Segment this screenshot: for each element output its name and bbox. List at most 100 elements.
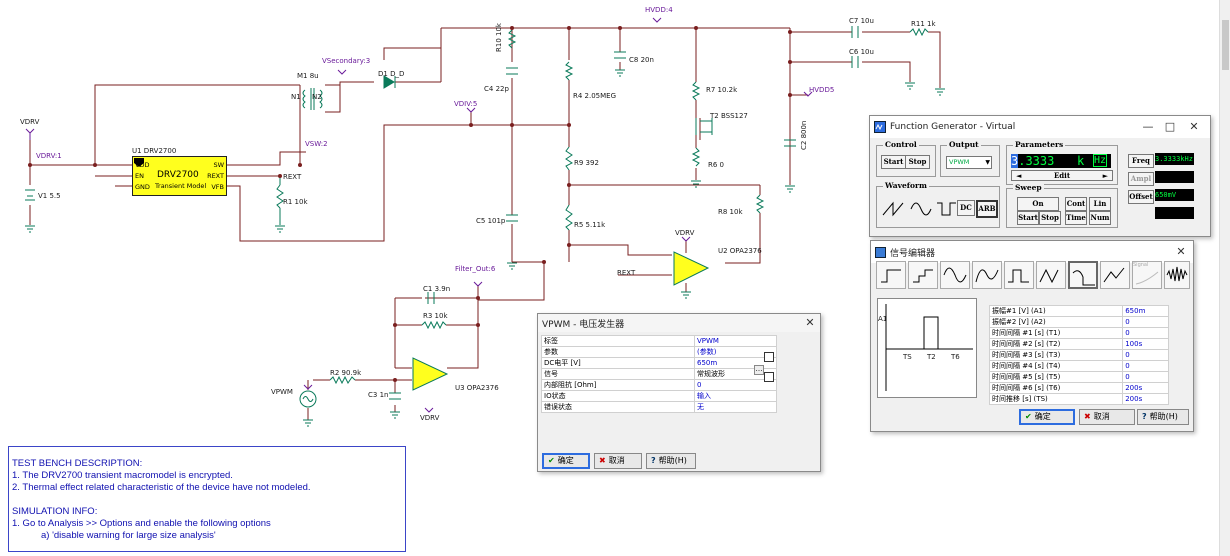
se-wave-steps[interactable]	[908, 261, 938, 289]
fg-titlebar[interactable]: Function Generator - Virtual — □ ✕	[870, 116, 1210, 138]
vertical-scrollbar[interactable]	[1219, 0, 1230, 556]
se-graph-t6: T6	[951, 353, 960, 361]
chevron-left-icon: ◄	[1016, 171, 1022, 180]
table-row[interactable]: 时间间隔 #2 [s] (T2)100s	[988, 338, 1169, 350]
se-preview-graph: A1 TS T2 T6	[877, 298, 977, 398]
se-help-button[interactable]: ?帮助(H)	[1137, 409, 1189, 425]
fg-output-select[interactable]: VPWM ▼	[946, 156, 992, 169]
dc-level-checkbox[interactable]	[764, 352, 774, 362]
minimize-icon[interactable]: —	[1142, 120, 1154, 133]
fg-sweep-stop-button[interactable]: Stop	[1039, 211, 1061, 225]
table-row[interactable]: IO状态输入	[541, 390, 777, 402]
fg-time-button[interactable]: Time	[1065, 211, 1087, 225]
fg-control-label: Control	[883, 140, 919, 149]
label-r7: R7 10.2k	[706, 86, 738, 94]
vpwm-cancel-button[interactable]: ✖取消	[594, 453, 642, 469]
table-row[interactable]: 内部阻抗 [Ohm]0	[541, 379, 777, 391]
se-wave-sine2[interactable]	[972, 261, 1002, 289]
fg-arb-button[interactable]: ARB	[976, 200, 998, 218]
fg-param-display[interactable]: 3.3333 k Hz	[1011, 154, 1111, 168]
table-row[interactable]: 错误状态无	[541, 401, 777, 413]
label-vdrv-source: VDRV	[20, 118, 40, 126]
check-icon: ✔	[548, 456, 555, 465]
table-row[interactable]: 时间推移 [s] (TS)200s	[988, 393, 1169, 405]
se-wave-pulse[interactable]	[1068, 261, 1098, 289]
fg-sweep-start-button[interactable]: Start	[1017, 211, 1039, 225]
label-vpwm: VPWM	[271, 388, 293, 396]
table-row[interactable]: 振幅#1 [V] (A1)650m	[988, 305, 1169, 317]
se-wave-step[interactable]	[876, 261, 906, 289]
label-n2: N2	[312, 93, 322, 101]
drv2700-chip[interactable]: VDD EN GND SW REXT VFB DRV2700 Transient…	[132, 156, 227, 196]
se-wave-triangle[interactable]	[1036, 261, 1066, 289]
label-rext-u2: REXT	[617, 269, 636, 277]
chip-subtitle: Transient Model	[155, 182, 207, 190]
fg-offset-button[interactable]: Offset	[1128, 190, 1154, 204]
fg-control-group: Control Start Stop	[876, 140, 936, 177]
waveform-icons[interactable]	[881, 197, 961, 221]
maximize-icon[interactable]: □	[1164, 120, 1176, 133]
label-r8: R8 10k	[718, 208, 743, 216]
label-r10: R10 10k	[495, 23, 503, 52]
function-generator-window[interactable]: Function Generator - Virtual — □ ✕ Contr…	[869, 115, 1211, 237]
fg-stop-button[interactable]: Stop	[905, 155, 930, 169]
desc-line1: TEST BENCH DESCRIPTION:	[12, 458, 143, 469]
label-vdrv-u3: VDRV	[420, 414, 440, 422]
fg-freq-button[interactable]: Freq	[1128, 154, 1154, 168]
se-wave-noise[interactable]	[1164, 261, 1190, 289]
signal-more-button[interactable]: …	[754, 365, 764, 375]
table-row[interactable]: DC电平 [V]650m	[541, 357, 777, 369]
pin-gnd: GND	[135, 183, 150, 191]
table-row[interactable]: 时间间隔 #6 [s] (T6)200s	[988, 382, 1169, 394]
fg-start-button[interactable]: Start	[881, 155, 906, 169]
close-icon[interactable]: ✕	[805, 316, 815, 329]
table-row[interactable]: 信号常规波形	[541, 368, 777, 380]
pin-vdd: VDD	[135, 161, 150, 169]
chevron-right-icon: ►	[1102, 171, 1108, 180]
fg-lin-button[interactable]: Lin	[1089, 197, 1111, 211]
se-wave-square[interactable]	[1004, 261, 1034, 289]
fg-extra-value	[1155, 207, 1194, 219]
label-c7: C7 10u	[849, 17, 874, 25]
table-row[interactable]: 振幅#2 [V] (A2)0	[988, 316, 1169, 328]
fg-num-button[interactable]: Num	[1089, 211, 1111, 225]
fg-edit-button[interactable]: ◄ Edit ►	[1011, 170, 1113, 181]
se-param-table[interactable]: 振幅#1 [V] (A1)650m 振幅#2 [V] (A2)0 时间间隔 #1…	[988, 305, 1169, 405]
label-d1: D1 D_D	[378, 70, 405, 78]
se-wave-signal[interactable]: Signal	[1132, 261, 1162, 289]
label-r3: R3 10k	[423, 312, 448, 320]
table-row[interactable]: 时间间隔 #4 [s] (T4)0	[988, 360, 1169, 372]
label-rext: REXT	[283, 173, 302, 181]
se-wave-sine[interactable]	[940, 261, 970, 289]
fg-cont-button[interactable]: Cont	[1065, 197, 1087, 211]
scrollbar-thumb[interactable]	[1222, 20, 1229, 70]
label-hvdd5: HVDD5	[809, 86, 835, 94]
signal-editor-window[interactable]: 信号编辑器 ✕ Signal A1 TS T2 T6 振幅#1 [V] (A1)…	[870, 240, 1194, 432]
close-icon[interactable]: ✕	[1176, 245, 1186, 258]
fg-sweep-on-button[interactable]: On	[1017, 197, 1059, 211]
table-row[interactable]: 时间间隔 #5 [s] (T5)0	[988, 371, 1169, 383]
vpwm-ok-button[interactable]: ✔确定	[542, 453, 590, 469]
fg-ampl-value	[1155, 171, 1194, 183]
fg-ampl-button[interactable]: Ampl	[1128, 172, 1154, 186]
table-row[interactable]: 参数(参数)	[541, 346, 777, 358]
label-hvdd4: HVDD:4	[645, 6, 673, 14]
label-r5: R5 5.11k	[574, 221, 606, 229]
se-ok-button[interactable]: ✔确定	[1019, 409, 1075, 425]
fg-dc-button[interactable]: DC	[957, 200, 975, 216]
se-cancel-button[interactable]: ✖取消	[1079, 409, 1135, 425]
vpwm-titlebar[interactable]: VPWM - 电压发生器 ✕	[538, 314, 820, 332]
close-icon[interactable]: ✕	[1189, 120, 1199, 133]
table-row[interactable]: 时间间隔 #3 [s] (T3)0	[988, 349, 1169, 361]
vpwm-help-button[interactable]: ?帮助(H)	[646, 453, 696, 469]
label-c3: C3 1n	[368, 391, 389, 399]
impedance-checkbox[interactable]	[764, 372, 774, 382]
se-titlebar[interactable]: 信号编辑器 ✕	[871, 241, 1193, 263]
se-wave-ramp[interactable]	[1100, 261, 1130, 289]
table-row[interactable]: 时间间隔 #1 [s] (T1)0	[988, 327, 1169, 339]
se-graph-ts: TS	[903, 353, 912, 361]
